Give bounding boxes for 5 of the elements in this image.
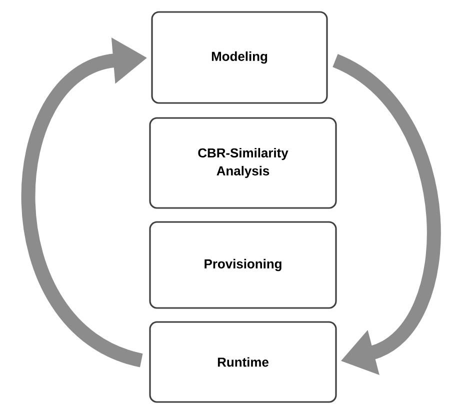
process-box: CBR-Similarity Analysis <box>149 117 337 209</box>
process-box: Modeling <box>151 11 328 104</box>
curved-arrow <box>332 54 440 375</box>
process-box: Runtime <box>149 321 337 403</box>
process-box: Provisioning <box>149 221 337 309</box>
